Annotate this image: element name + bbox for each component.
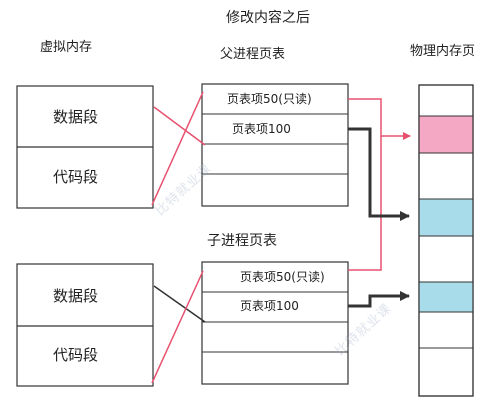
physical-page-shared-2 <box>419 282 473 312</box>
virtual-memory-upper <box>16 85 154 209</box>
parent-entry-50: 页表项50(只读) <box>227 92 312 106</box>
physical-page-modified <box>419 116 473 153</box>
physical-memory <box>418 84 474 397</box>
arrow-child-100 <box>348 291 410 308</box>
child-page-table <box>201 261 349 385</box>
map-upper-code <box>151 91 204 206</box>
virtual-memory-lower <box>16 263 154 387</box>
virtual-memory-header: 虚拟内存 <box>40 40 93 55</box>
child-entry-50: 页表项50(只读) <box>240 270 325 284</box>
upper-data-segment-label: 数据段 <box>53 108 99 126</box>
child-entry-100: 页表项100 <box>240 299 299 313</box>
physical-page-shared-1 <box>419 199 473 236</box>
upper-code-segment-label: 代码段 <box>53 168 99 186</box>
map-lower-code <box>151 270 204 384</box>
arrow-parent-50 <box>348 98 411 140</box>
physical-memory-header: 物理内存页 <box>410 44 476 59</box>
lower-data-segment-label: 数据段 <box>53 287 99 305</box>
parent-entry-100: 页表项100 <box>232 122 291 136</box>
parent-page-table-header: 父进程页表 <box>220 47 286 62</box>
arrow-child-50 <box>348 136 382 271</box>
map-lower-data <box>153 285 206 323</box>
diagram-title: 修改内容之后 <box>226 10 310 26</box>
mapping-lines <box>151 91 206 384</box>
parent-page-table <box>201 83 349 207</box>
child-page-table-header: 子进程页表 <box>207 233 277 249</box>
map-upper-data <box>153 106 206 146</box>
arrow-parent-100 <box>348 127 410 221</box>
lower-code-segment-label: 代码段 <box>53 346 99 364</box>
